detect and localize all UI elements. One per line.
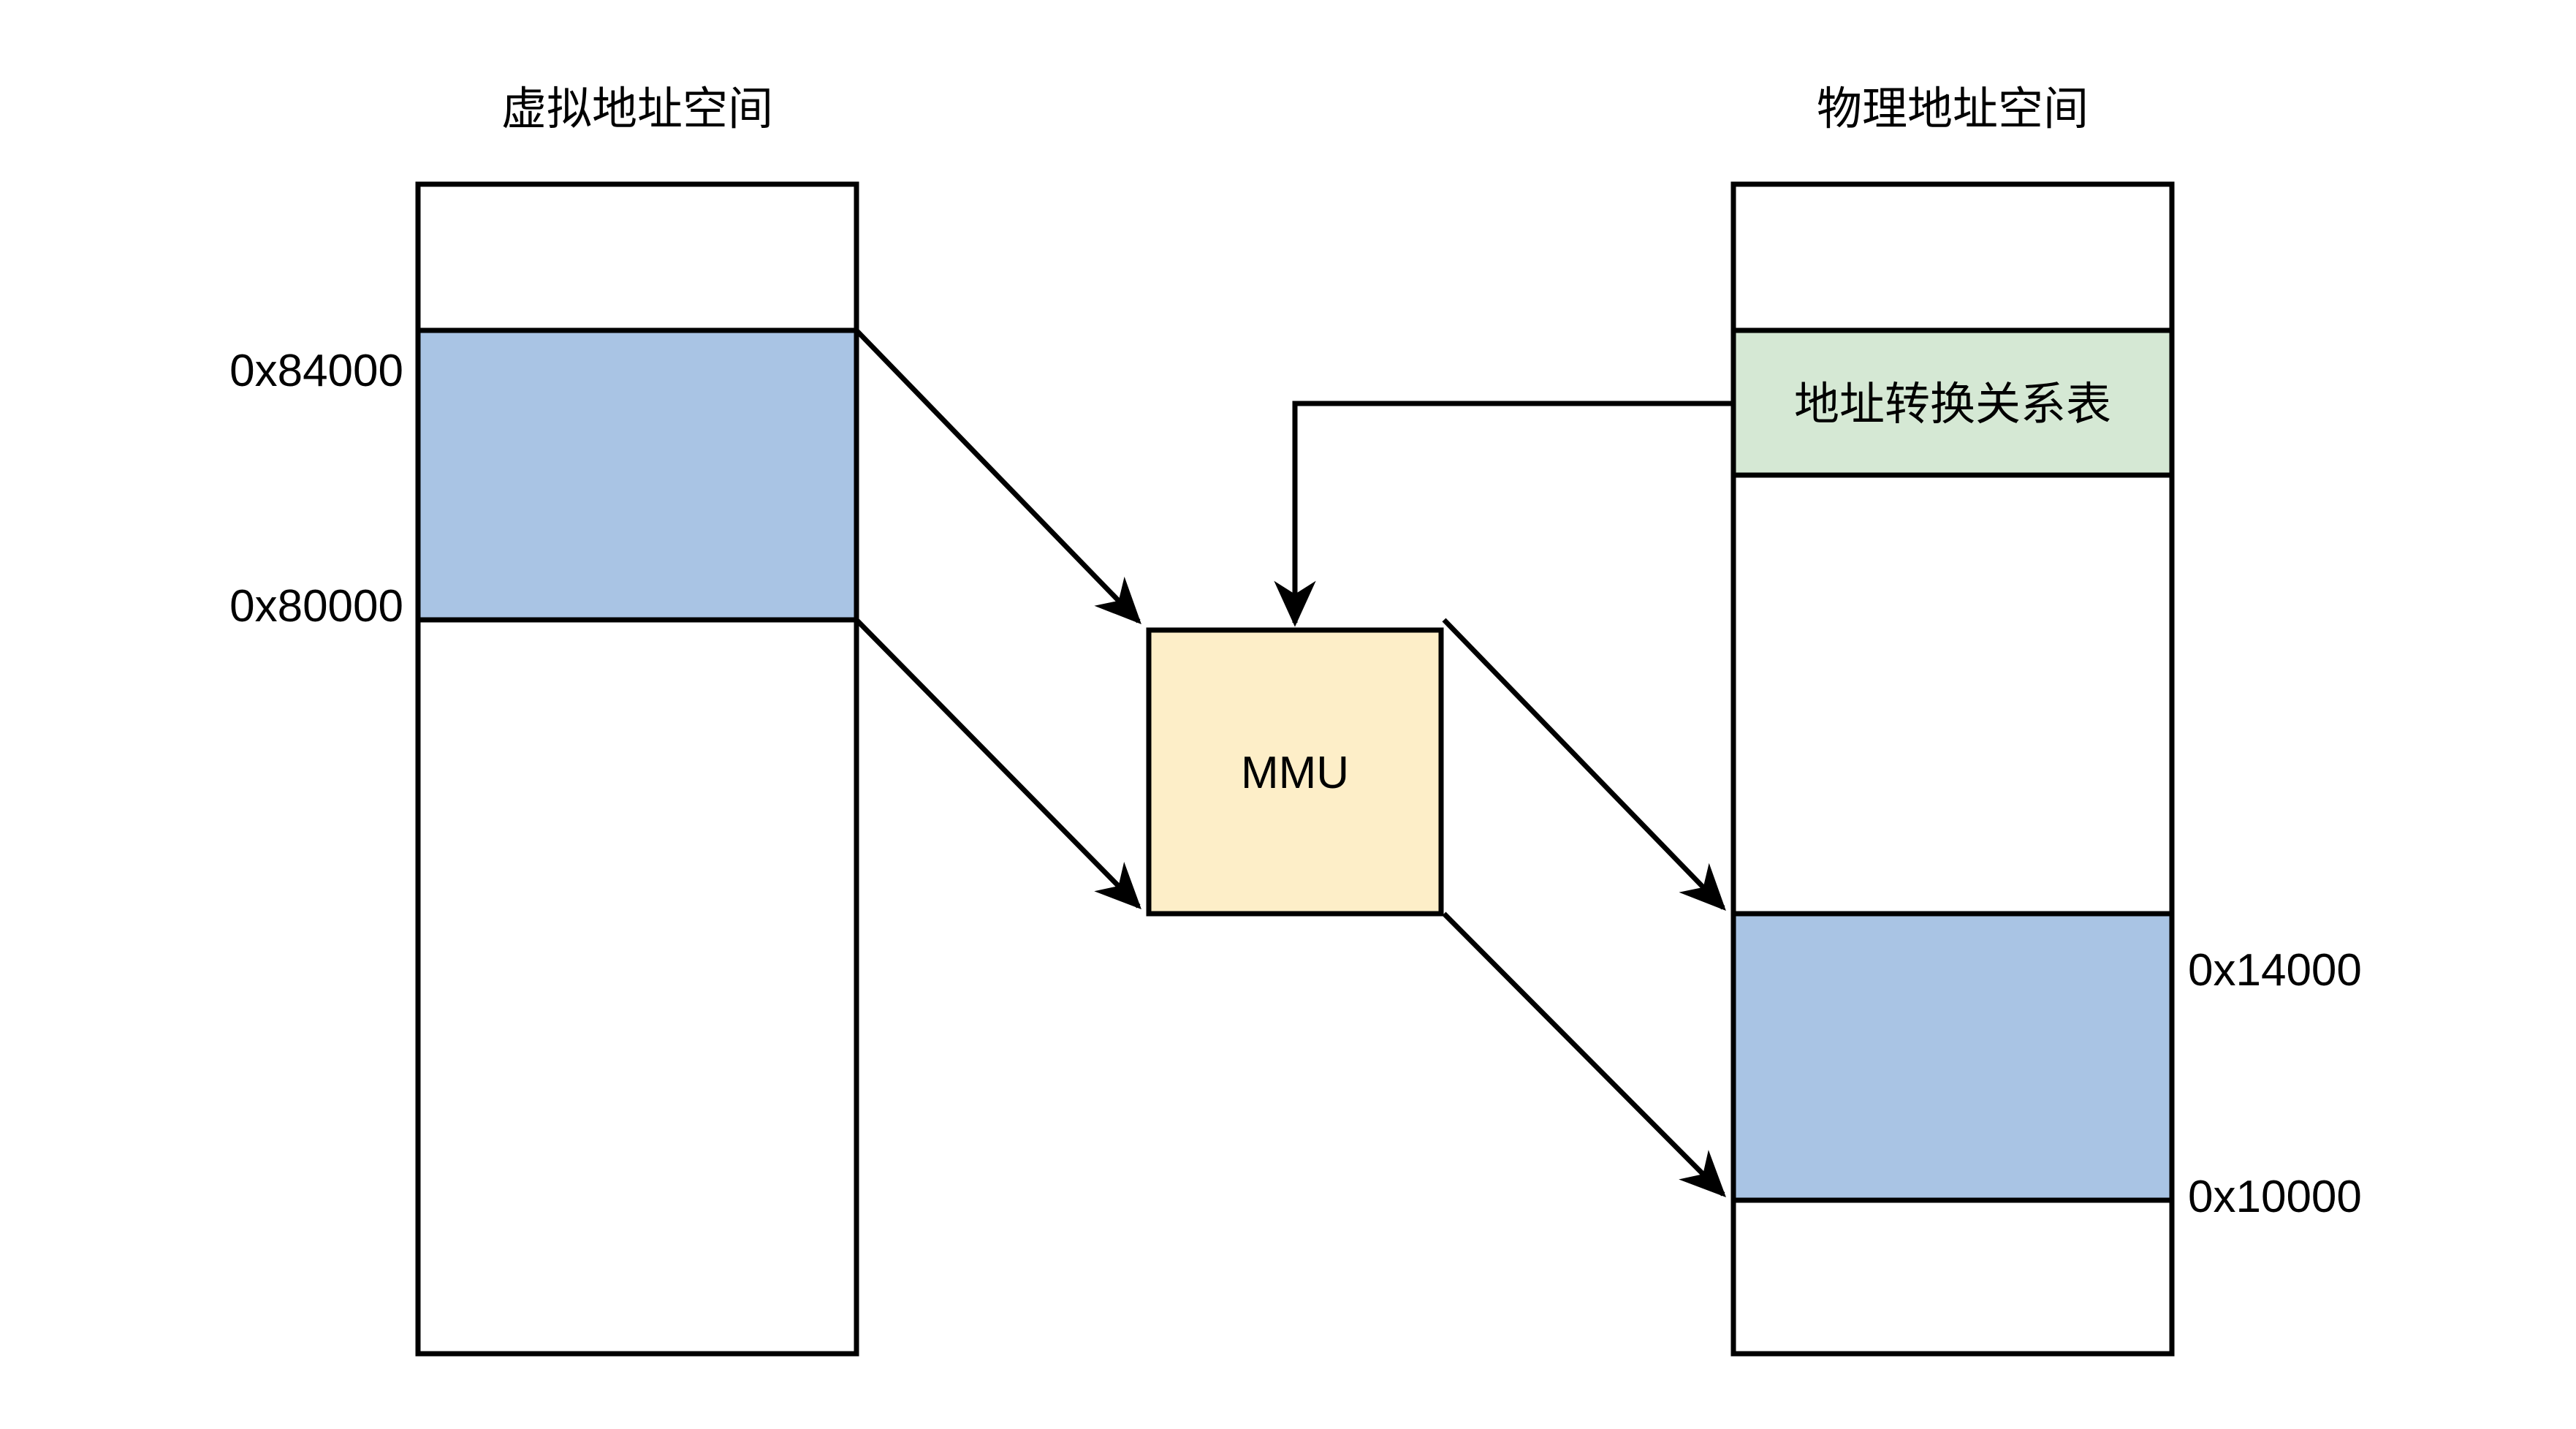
mmu-box bbox=[1146, 627, 1444, 917]
virtual-mapped-page bbox=[415, 327, 859, 623]
arrow-mmu-to-physical-top bbox=[1442, 618, 1726, 911]
arrow-virtual-top-to-mmu bbox=[854, 328, 1141, 625]
physical-addr-top-label: 0x14000 bbox=[2188, 945, 2362, 996]
address-translation-table-label: 地址转换关系表 bbox=[1794, 379, 2111, 430]
arrow-mmu-to-physical-bottom bbox=[1442, 911, 1726, 1197]
virtual-address-space-group bbox=[415, 181, 859, 1357]
physical-space-title: 物理地址空间 bbox=[1817, 84, 2089, 134]
arrow-translation-table-to-mmu bbox=[1274, 401, 1733, 627]
mmu-group bbox=[1146, 627, 1444, 917]
physical-addr-bottom-label: 0x10000 bbox=[2188, 1172, 2362, 1222]
physical-mapped-page bbox=[1730, 911, 2175, 1203]
mmu-label: MMU bbox=[1241, 748, 1349, 798]
virtual-addr-top-label: 0x84000 bbox=[229, 346, 403, 396]
virtual-space-title: 虚拟地址空间 bbox=[501, 84, 773, 134]
virtual-addr-bottom-label: 0x80000 bbox=[229, 581, 403, 632]
arrow-virtual-bottom-to-mmu bbox=[854, 618, 1141, 909]
physical-address-space-group bbox=[1730, 181, 2175, 1357]
address-translation-table-box bbox=[1730, 327, 2175, 478]
